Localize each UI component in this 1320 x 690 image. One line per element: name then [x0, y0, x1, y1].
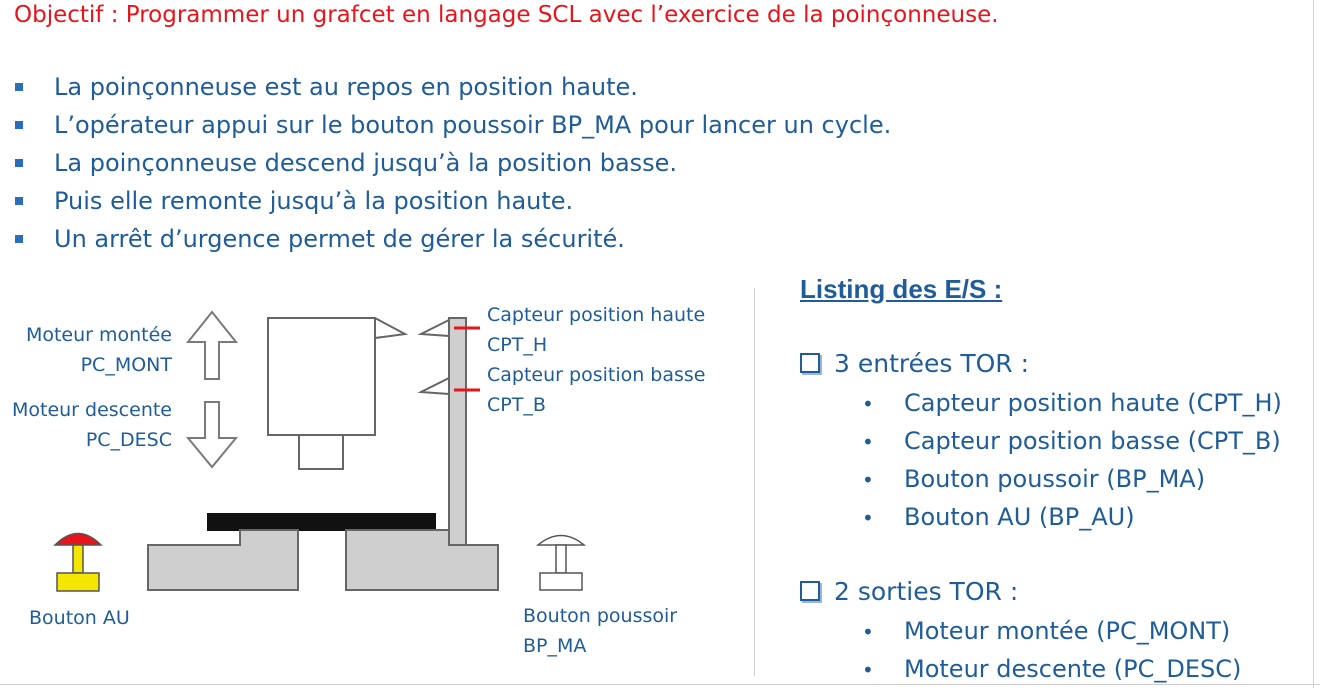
- machine-base: [147, 529, 499, 591]
- punch-body: [267, 317, 376, 436]
- square-bullet-icon: [15, 235, 23, 243]
- sensor-flag-high: [417, 319, 450, 337]
- motor-down-label: Moteur descente: [11, 399, 172, 421]
- frame-edge-right: [1313, 0, 1314, 688]
- inputs-list: •Capteur position haute (CPT_H) •Capteur…: [862, 386, 1282, 538]
- dot-bullet-icon: •: [862, 468, 874, 492]
- checkbox-bullet-icon: [800, 353, 820, 373]
- section-divider: [754, 288, 761, 676]
- square-bullet-icon: [15, 197, 23, 205]
- dot-bullet-icon: •: [862, 430, 874, 454]
- list-item: Puis elle remonte jusqu’à la position ha…: [14, 184, 891, 222]
- square-bullet-icon: [15, 83, 23, 91]
- au-button-label: Bouton AU: [29, 607, 130, 629]
- punch-tool: [298, 434, 344, 470]
- sensor-flag-low: [417, 377, 450, 395]
- arrow-up-icon: [185, 310, 239, 380]
- list-item: La poinçonneuse descend jusqu’à la posit…: [14, 146, 891, 184]
- outputs-list: •Moteur montée (PC_MONT) •Moteur descent…: [862, 614, 1241, 690]
- inputs-header: 3 entrées TOR :: [800, 349, 1029, 378]
- push-button-icon: [535, 534, 587, 591]
- dot-bullet-icon: •: [862, 392, 874, 416]
- list-item: L’opérateur appui sur le bouton poussoir…: [14, 108, 891, 146]
- emergency-button-icon: [53, 532, 103, 592]
- description-list: La poinçonneuse est au repos en position…: [14, 70, 891, 260]
- push-button-label: Bouton poussoir: [523, 605, 678, 627]
- motor-up-code: PC_MONT: [80, 354, 172, 376]
- workpiece-plate: [207, 513, 436, 531]
- list-item: •Moteur descente (PC_DESC): [862, 652, 1241, 690]
- objective-title: Objectif : Programmer un grafcet en lang…: [14, 2, 999, 28]
- motor-down-code: PC_DESC: [85, 429, 172, 451]
- list-item: Un arrêt d’urgence permet de gérer la sé…: [14, 222, 891, 260]
- outputs-header: 2 sorties TOR :: [800, 577, 1018, 606]
- listing-title: Listing des E/S :: [800, 274, 1003, 304]
- square-bullet-icon: [15, 121, 23, 129]
- frame-edge-bottom: [0, 684, 1320, 685]
- sensor-column: [448, 317, 467, 547]
- arrow-down-icon: [185, 401, 239, 469]
- sensor-low-label: Capteur position basse: [487, 364, 706, 386]
- checkbox-bullet-icon: [800, 581, 820, 601]
- list-item: •Capteur position basse (CPT_B): [862, 424, 1282, 462]
- list-item: •Moteur montée (PC_MONT): [862, 614, 1241, 652]
- sensor-low-code: CPT_B: [487, 394, 546, 416]
- push-button-code: BP_MA: [523, 635, 587, 657]
- list-item: •Bouton poussoir (BP_MA): [862, 462, 1282, 500]
- dot-bullet-icon: •: [862, 658, 874, 682]
- sensor-high-label: Capteur position haute: [487, 304, 706, 326]
- punch-machine-diagram: [53, 310, 587, 592]
- list-item: •Capteur position haute (CPT_H): [862, 386, 1282, 424]
- square-bullet-icon: [15, 159, 23, 167]
- punch-flag: [374, 317, 409, 339]
- motor-up-label: Moteur montée: [25, 324, 172, 346]
- list-item: La poinçonneuse est au repos en position…: [14, 70, 891, 108]
- list-item: •Bouton AU (BP_AU): [862, 500, 1282, 538]
- dot-bullet-icon: •: [862, 620, 874, 644]
- sensor-high-code: CPT_H: [487, 334, 548, 356]
- dot-bullet-icon: •: [862, 506, 874, 530]
